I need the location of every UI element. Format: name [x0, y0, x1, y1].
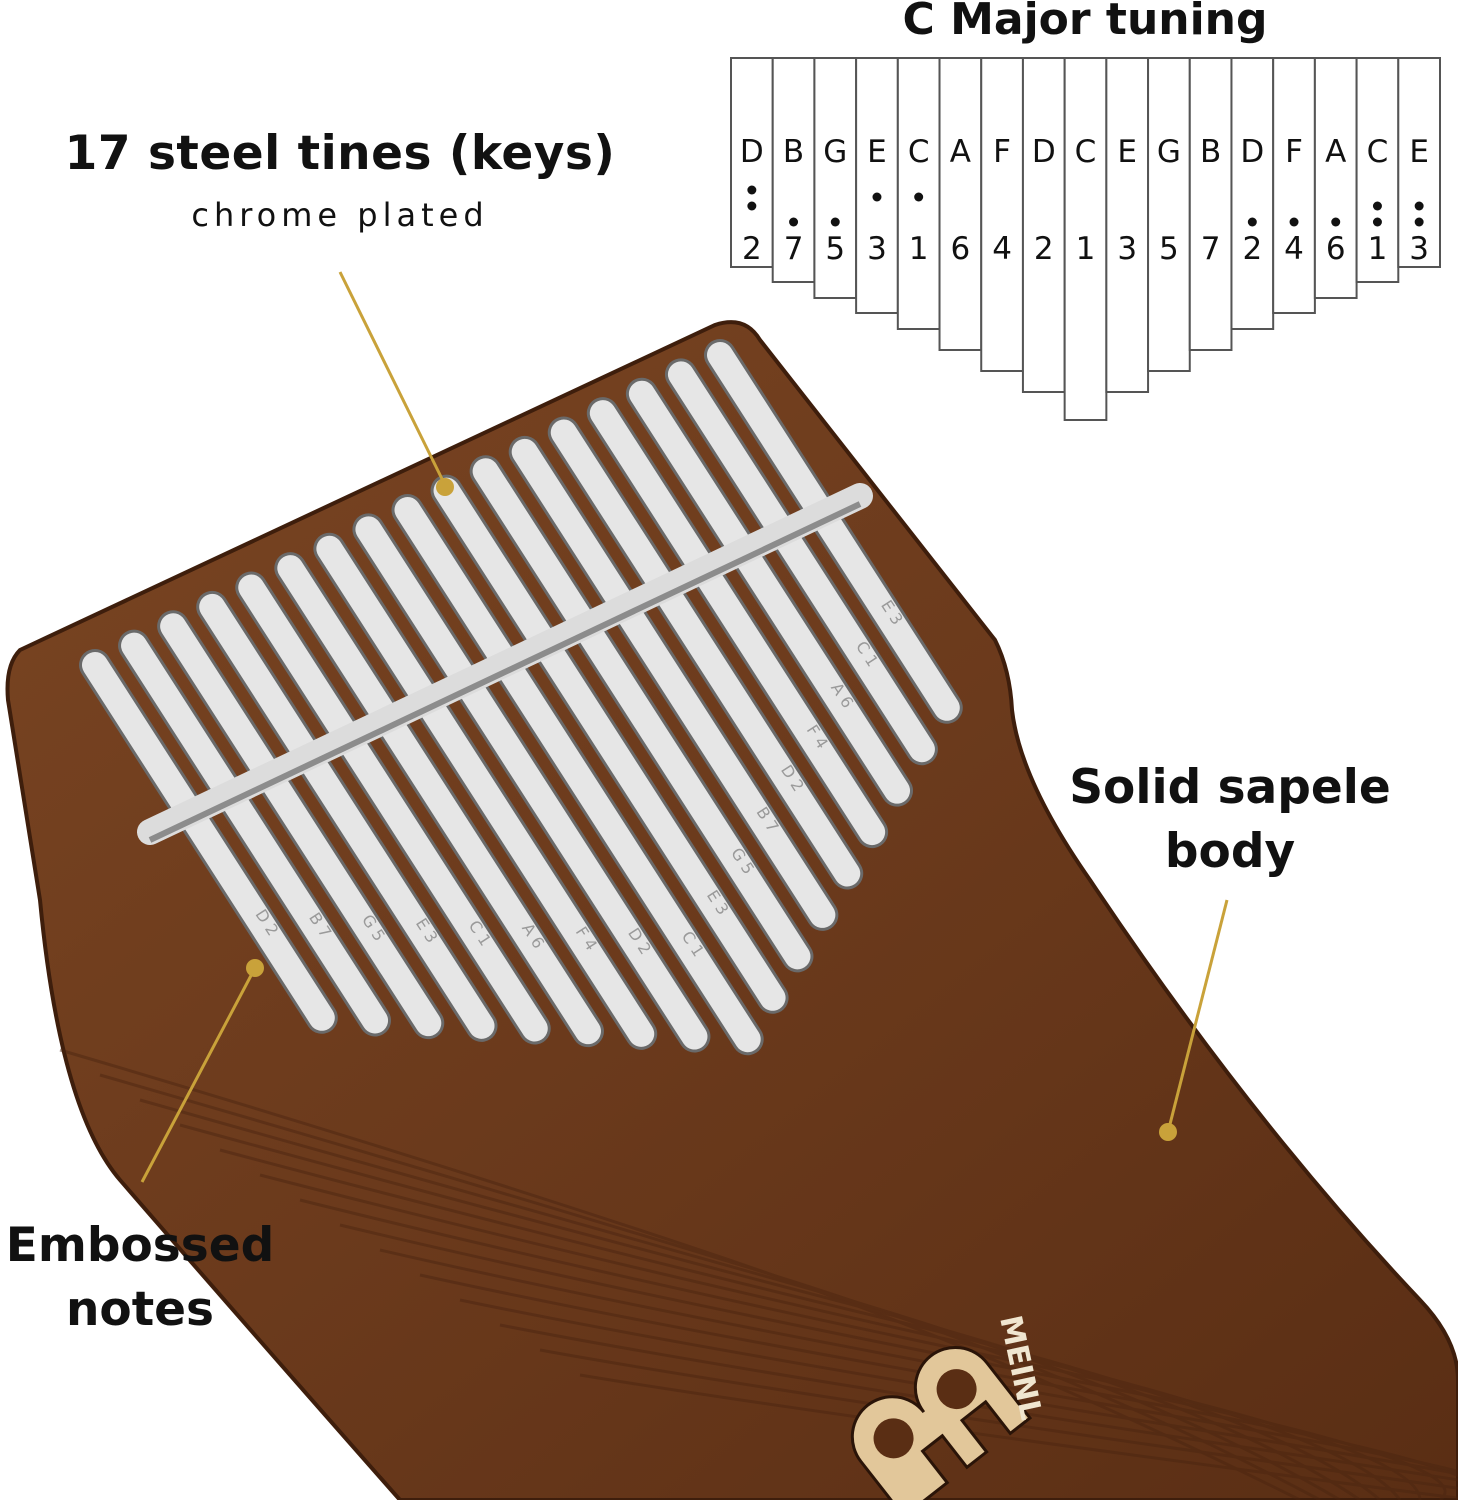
key-letter: A: [950, 134, 971, 170]
octave-dot: [1414, 201, 1424, 211]
bridge-bar: [137, 483, 873, 845]
key-letter: C: [1075, 134, 1097, 170]
tuning-key: E3: [1105, 57, 1150, 393]
tines-callout-subtitle: chrome plated: [191, 196, 489, 234]
body-callout: Solid sapele body: [1030, 756, 1430, 884]
tuning-key: A6: [938, 57, 983, 351]
tine: A 6: [274, 552, 604, 1048]
key-letter: B: [783, 134, 804, 170]
tuning-key: D2: [1021, 57, 1066, 393]
key-letter: D: [1240, 134, 1264, 170]
key-number: 2: [742, 231, 762, 267]
key-number: 2: [1034, 231, 1054, 267]
tuning-key: E3: [1397, 57, 1441, 268]
tuning-key: G5: [813, 57, 858, 299]
key-number: 6: [951, 231, 971, 267]
key-letter: C: [1367, 134, 1389, 170]
tine: E 3: [430, 474, 789, 1014]
tuning-key: F4: [1272, 57, 1316, 314]
tine: D 2: [547, 416, 864, 890]
emboss-callout-line2: notes: [65, 1282, 215, 1337]
key-letter: B: [1200, 134, 1221, 170]
body-callout-line2: body: [1164, 824, 1296, 879]
emboss-callout-line1: Embossed: [5, 1218, 275, 1273]
tine: F 4: [313, 532, 658, 1050]
wood-grain: [59, 1048, 1458, 1500]
key-letter: D: [740, 134, 764, 170]
tine: C 1: [391, 494, 764, 1056]
key-number: 5: [825, 231, 845, 267]
key-number: 6: [1326, 231, 1346, 267]
key-letter: C: [908, 134, 930, 170]
key-number: 3: [867, 231, 887, 267]
octave-dot: [872, 192, 882, 202]
key-letter: F: [1285, 134, 1303, 170]
tuning-key: C1: [1063, 57, 1108, 421]
key-letter: E: [867, 134, 887, 170]
tine: A 6: [625, 377, 914, 807]
callout-lines: [140, 271, 1229, 1183]
meinl-logo: [850, 1345, 1033, 1500]
tines-callout-title: 17 steel tines (keys): [64, 126, 616, 181]
key-letter: E: [1117, 134, 1137, 170]
key-letter: E: [1409, 134, 1429, 170]
octave-dot: [747, 185, 757, 195]
tine: G 5: [469, 455, 814, 973]
key-number: 7: [784, 231, 804, 267]
key-number: 5: [1159, 231, 1179, 267]
octave-dot: [914, 192, 924, 202]
key-letter: G: [1157, 134, 1181, 170]
tuning-key: G5: [1147, 57, 1191, 372]
tine: B 7: [118, 629, 392, 1037]
key-number: 1: [1368, 231, 1388, 267]
octave-dot: [1372, 201, 1382, 211]
key-letter: D: [1032, 134, 1056, 170]
tine: D 2: [79, 649, 338, 1034]
octave-dot: [1247, 217, 1257, 227]
body-callout-line1: Solid sapele: [1069, 760, 1391, 815]
octave-dot: [789, 217, 799, 227]
tuning-chart-title: C Major tuning: [902, 0, 1268, 45]
key-number: 2: [1242, 231, 1262, 267]
key-number: 4: [992, 231, 1012, 267]
tuning-key: B7: [1188, 57, 1233, 351]
key-number: 1: [1076, 231, 1096, 267]
key-number: 7: [1201, 231, 1221, 267]
key-letter: G: [823, 134, 847, 170]
key-letter: A: [1325, 134, 1346, 170]
tine: B 7: [508, 435, 839, 931]
key-number: 1: [909, 231, 929, 267]
tuning-key: B7: [771, 57, 816, 283]
tuning-key: C1: [1355, 57, 1400, 283]
key-number: 4: [1284, 231, 1304, 267]
key-number: 3: [1117, 231, 1137, 267]
octave-dot: [1289, 217, 1299, 227]
tuning-key: D2: [730, 57, 774, 268]
key-letter: F: [993, 134, 1011, 170]
emboss-callout: Embossed notes: [0, 1214, 320, 1342]
octave-dot: [830, 217, 840, 227]
key-number: 3: [1409, 231, 1429, 267]
tuning-key: F4: [980, 57, 1024, 372]
octave-dot: [1372, 217, 1382, 227]
tuning-key: A6: [1313, 57, 1358, 299]
octave-dot: [1414, 217, 1424, 227]
tine: E 3: [704, 339, 963, 724]
octave-dot: [1331, 217, 1341, 227]
tuning-key: C1: [896, 57, 941, 330]
tuning-key: D2: [1230, 57, 1275, 330]
octave-dot: [747, 201, 757, 211]
tine: C 1: [235, 571, 551, 1045]
tine: G 5: [157, 610, 445, 1040]
tuning-key: E3: [855, 57, 899, 314]
